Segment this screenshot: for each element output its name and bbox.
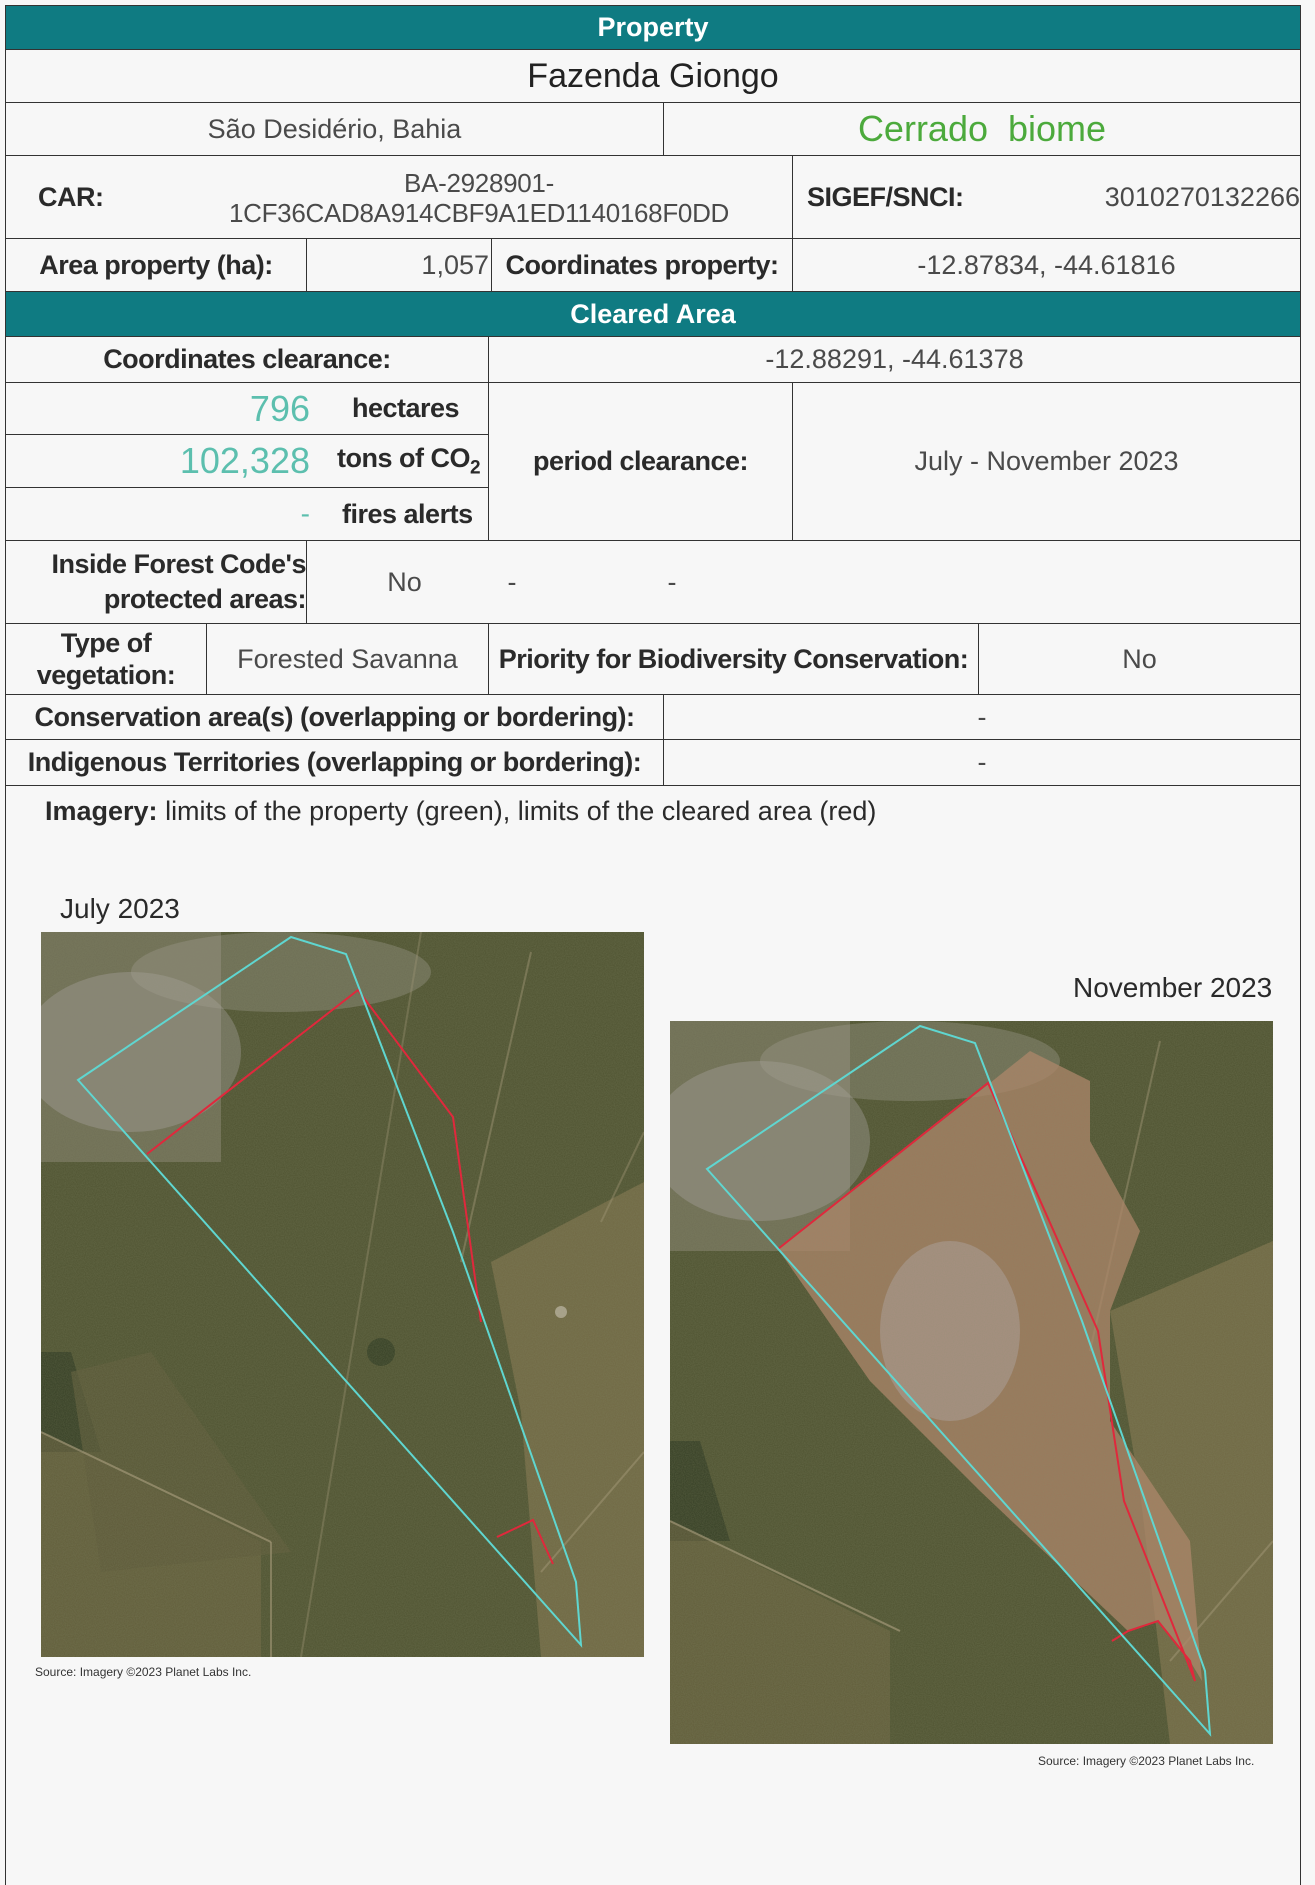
- car-row: CAR: BA-2928901- 1CF36CAD8A914CBF9A1ED11…: [5, 156, 1301, 239]
- sigef-value: 3010270132266: [1104, 181, 1300, 212]
- imagery-caption: Imagery: limits of the property (green),…: [45, 796, 876, 827]
- vegetation-label: Type of vegetation:: [6, 624, 207, 694]
- coords-clearance-row: Coordinates clearance: -12.88291, -44.61…: [5, 337, 1301, 383]
- coords-clearance-label: Coordinates clearance:: [6, 337, 489, 382]
- imagery-text: limits of the property (green), limits o…: [157, 796, 877, 826]
- co2-label-prefix: tons of CO: [337, 442, 470, 473]
- cleared-header-band: Cleared Area: [5, 292, 1301, 337]
- area-row: Area property (ha): 1,057 Coordinates pr…: [5, 239, 1301, 292]
- vegetation-value: Forested Savanna: [207, 624, 489, 694]
- report-sheet: [5, 5, 1301, 1885]
- co2-label: tons of CO2: [337, 442, 481, 479]
- forest-code-dash-2: -: [667, 566, 677, 597]
- forest-code-values: No - -: [307, 541, 1300, 623]
- coords-clearance-value: -12.88291, -44.61378: [765, 344, 1024, 374]
- image-after-title: November 2023: [1073, 972, 1273, 1003]
- stats-column: 796 hectares 102,328 tons of CO2 - fires…: [6, 383, 489, 540]
- source-note-before: Source: Imagery ©2023 Planet Labs Inc.: [35, 1665, 252, 1679]
- car-label: CAR:: [38, 181, 104, 212]
- coords-property-value: -12.87834, -44.61816: [917, 249, 1176, 280]
- image-before-title: July 2023: [60, 893, 180, 924]
- forest-code-label-line2: protected areas:: [103, 584, 306, 614]
- satellite-image-after: [670, 1021, 1273, 1744]
- period-label: period clearance:: [489, 383, 793, 540]
- forest-code-value: No: [387, 566, 422, 597]
- car-value-line1: BA-2928901-: [404, 168, 554, 199]
- vegetation-label-line2: vegetation:: [36, 660, 176, 690]
- conservation-value: -: [977, 701, 987, 732]
- indigenous-row: Indigenous Territories (overlapping or b…: [5, 740, 1301, 786]
- biome: Cerrado biome: [857, 108, 1107, 149]
- fires-value: -: [300, 498, 310, 529]
- area-value: 1,057: [307, 239, 492, 291]
- property-name-row: Fazenda Giongo: [5, 50, 1301, 103]
- forest-code-label: Inside Forest Code's protected areas:: [6, 541, 307, 623]
- co2-label-sub: 2: [469, 457, 481, 479]
- indigenous-value: -: [977, 747, 987, 777]
- car-value: BA-2928901- 1CF36CAD8A914CBF9A1ED1140168…: [166, 156, 793, 238]
- imagery-label: Imagery:: [45, 796, 158, 826]
- hectares-line: 796 hectares: [6, 383, 488, 435]
- sigef-label: SIGEF/SNCI:: [807, 181, 964, 212]
- fires-line: - fires alerts: [6, 488, 488, 540]
- satellite-image-before: [41, 932, 644, 1657]
- co2-value: 102,328: [179, 440, 310, 481]
- hectares-label: hectares: [352, 393, 460, 423]
- hectares-value: 796: [249, 387, 310, 429]
- conservation-row: Conservation area(s) (overlapping or bor…: [5, 695, 1301, 740]
- vegetation-row: Type of vegetation: Forested Savanna Pri…: [5, 624, 1301, 695]
- vegetation-label-line1: Type of: [60, 627, 152, 658]
- source-note-after: Source: Imagery ©2023 Planet Labs Inc.: [1038, 1754, 1255, 1768]
- indigenous-label: Indigenous Territories (overlapping or b…: [6, 740, 664, 785]
- forest-code-dash-1: -: [507, 566, 517, 597]
- location: São Desidério, Bahia: [6, 103, 664, 155]
- fires-label: fires alerts: [342, 498, 473, 529]
- coords-property-label: Coordinates property:: [492, 239, 793, 291]
- property-name: Fazenda Giongo: [527, 56, 779, 95]
- forest-code-label-line1: Inside Forest Code's: [51, 548, 306, 579]
- area-label: Area property (ha):: [6, 239, 307, 291]
- property-header-band: Property: [5, 5, 1301, 50]
- stats-row: 796 hectares 102,328 tons of CO2 - fires…: [5, 383, 1301, 541]
- forest-code-row: Inside Forest Code's protected areas: No…: [5, 541, 1301, 624]
- period-value: July - November 2023: [914, 446, 1179, 476]
- priority-label: Priority for Biodiversity Conservation:: [489, 624, 979, 694]
- property-header: Property: [597, 12, 709, 42]
- priority-value: No: [1122, 643, 1157, 674]
- cleared-header: Cleared Area: [570, 298, 736, 329]
- location-row: São Desidério, Bahia Cerrado biome: [5, 103, 1301, 156]
- conservation-label: Conservation area(s) (overlapping or bor…: [6, 695, 664, 739]
- co2-line: 102,328 tons of CO2: [6, 435, 488, 488]
- car-value-line2: 1CF36CAD8A914CBF9A1ED1140168F0DD: [228, 198, 730, 228]
